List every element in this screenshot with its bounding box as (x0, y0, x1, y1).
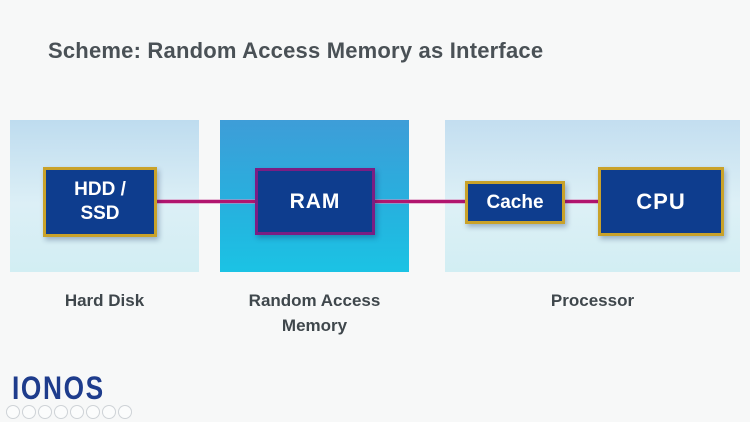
ram-label: RAM (289, 189, 341, 213)
caption-ram: Random Access Memory (220, 288, 409, 338)
share-icon[interactable] (86, 405, 100, 419)
share-icon[interactable] (6, 405, 20, 419)
node-cpu: CPU (598, 167, 724, 236)
ionos-logo: IONOS (12, 370, 105, 406)
share-icon[interactable] (70, 405, 84, 419)
cache-label: Cache (486, 191, 544, 213)
node-cache: Cache (465, 181, 565, 224)
share-icon-row (6, 405, 132, 419)
caption-ram-line2: Memory (281, 316, 348, 335)
share-icon[interactable] (22, 405, 36, 419)
hdd-label-line1: HDD / (74, 179, 126, 200)
connector-cache-to-cpu (563, 200, 601, 203)
connector-ram-to-cache (373, 200, 468, 203)
connector-hdd-to-ram (155, 200, 257, 203)
share-icon[interactable] (118, 405, 132, 419)
share-icon[interactable] (54, 405, 68, 419)
node-hdd-ssd: HDD / SSD (43, 167, 157, 237)
share-icon[interactable] (102, 405, 116, 419)
cpu-label: CPU (636, 188, 686, 214)
caption-processor: Processor (550, 291, 635, 310)
caption-hard-disk: Hard Disk (64, 291, 145, 310)
node-ram: RAM (255, 168, 375, 235)
page-title: Scheme: Random Access Memory as Interfac… (48, 38, 544, 63)
share-icon[interactable] (38, 405, 52, 419)
hdd-label-line2: SSD (80, 203, 120, 224)
caption-ram-line1: Random Access (248, 291, 381, 310)
